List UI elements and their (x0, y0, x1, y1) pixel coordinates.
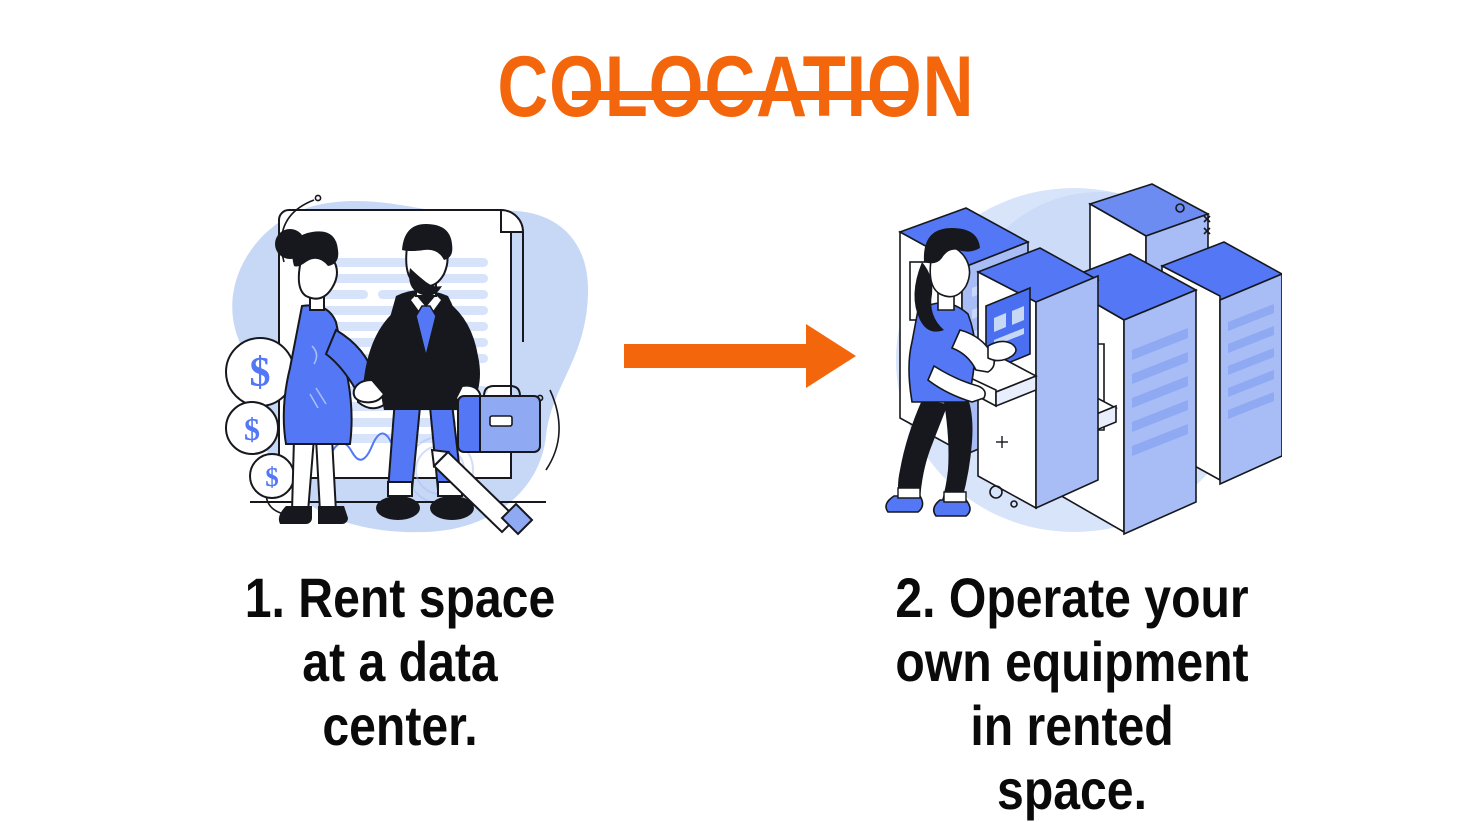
data-center-racks-svg (885, 183, 1282, 536)
page-title-text: COLOCATION (497, 39, 975, 135)
handshake-contract-illustration: $ $ $ (190, 170, 610, 550)
svg-text:$: $ (250, 350, 271, 396)
technician-woman (885, 228, 1017, 517)
right-arrow-icon (624, 324, 856, 388)
rack-vent-stripes (1228, 304, 1274, 419)
data-center-racks-illustration (862, 170, 1282, 550)
dollar-coin: $ (225, 401, 279, 455)
dollar-coin: $ (249, 453, 295, 499)
plus-mark (996, 436, 1008, 448)
step-2-caption: 2. Operate your own equipment in rented … (895, 566, 1249, 821)
step-1-caption: 1. Rent space at a data center. (244, 566, 556, 757)
decorative-marks (989, 203, 1211, 508)
server-rack (960, 247, 1100, 510)
woman-in-blue-dress (275, 229, 389, 524)
dollar-coin-group: $ $ $ (225, 337, 295, 499)
step-2: 2. Operate your own equipment in rented … (862, 170, 1282, 822)
svg-text:$: $ (265, 462, 279, 492)
handshake-contract-svg: $ $ $ (225, 194, 589, 536)
step-1: $ $ $ (190, 170, 610, 758)
briefcase (457, 385, 541, 453)
page-title-underline (572, 91, 913, 100)
pen (430, 448, 534, 536)
man-in-black-suit (352, 224, 482, 520)
rack-vent-stripes (1132, 328, 1188, 456)
svg-text:$: $ (244, 411, 260, 447)
page-title: COLOCATION (0, 44, 1472, 130)
right-arrow (620, 308, 860, 404)
sparkle-icon (1203, 215, 1211, 235)
dollar-coin: $ (225, 337, 295, 407)
infographic-canvas: COLOCATION (0, 44, 1472, 821)
